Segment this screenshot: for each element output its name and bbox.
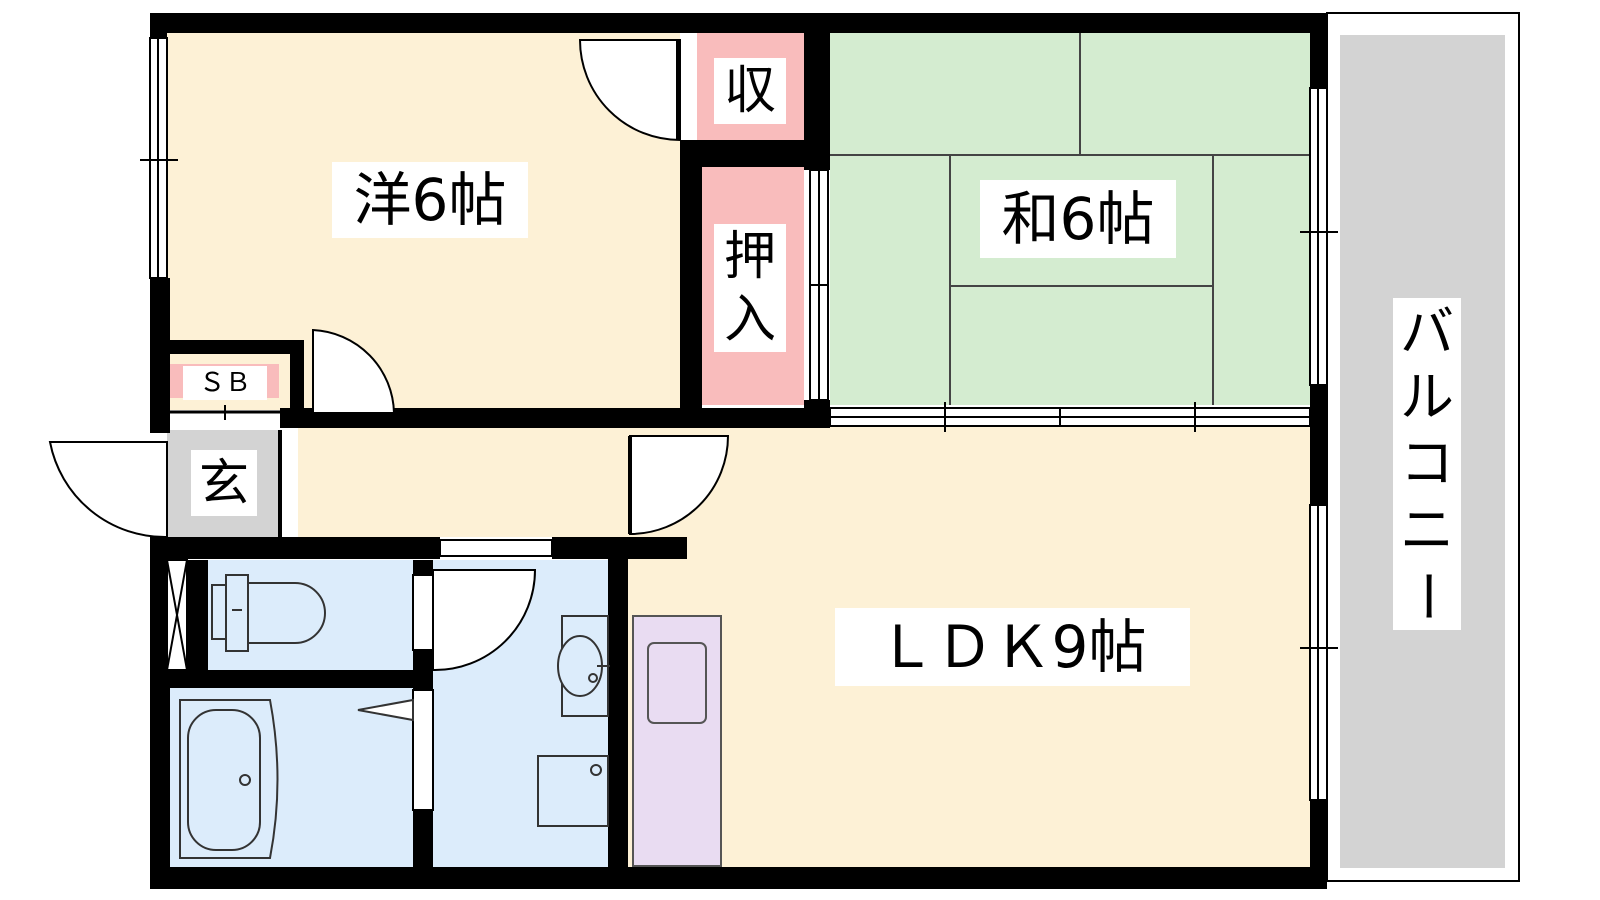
kitchen-sink — [647, 642, 707, 724]
japanese-room-label-bg — [980, 180, 1176, 258]
walls — [150, 13, 1327, 889]
western-room-label: 洋6帖 — [354, 166, 507, 234]
windows — [140, 37, 1338, 811]
storage-label: 収 — [724, 61, 776, 121]
western-room-label-bg — [332, 162, 528, 238]
tatami-lines — [830, 33, 1310, 405]
toilet-floor — [208, 560, 413, 670]
balcony-char-1: バ — [1400, 301, 1454, 364]
balcony-char-3: コ — [1400, 432, 1454, 495]
shoe-box-label: ＳＢ — [199, 368, 251, 398]
japanese-room-label: 和6帖 — [1002, 185, 1155, 253]
bath-floor — [170, 686, 413, 868]
balcony-char-5: ー — [1396, 569, 1459, 623]
closet-label-bg — [714, 224, 786, 352]
door-swings — [48, 39, 730, 672]
ldk-label: ＬＤＫ9帖 — [878, 613, 1147, 681]
storage-label-bg — [714, 58, 786, 124]
closet-label-bottom: 入 — [724, 290, 776, 350]
fixtures — [179, 574, 610, 859]
closet-label-top: 押 — [724, 227, 776, 287]
balcony-label-bg — [1393, 298, 1461, 630]
balcony-char-4: ニ — [1400, 499, 1454, 562]
kitchen-counter — [632, 615, 722, 867]
shower-icon — [357, 698, 414, 722]
toilet-icon — [211, 574, 326, 652]
shoe-box-label-bg — [183, 366, 267, 400]
balcony-char-2: ル — [1400, 366, 1454, 429]
labels: 洋6帖 和6帖 ＬＤＫ9帖 収 押 入 ＳＢ 玄 バ ル コ ニ ー — [183, 58, 1461, 686]
bathtub-icon — [179, 699, 279, 859]
washing-machine-icon — [537, 755, 609, 827]
entrance-label-bg — [191, 450, 257, 516]
wash-basin-icon — [557, 615, 610, 717]
entrance-label: 玄 — [199, 454, 249, 512]
hall-floor — [298, 425, 618, 537]
ldk-label-bg — [835, 608, 1190, 686]
